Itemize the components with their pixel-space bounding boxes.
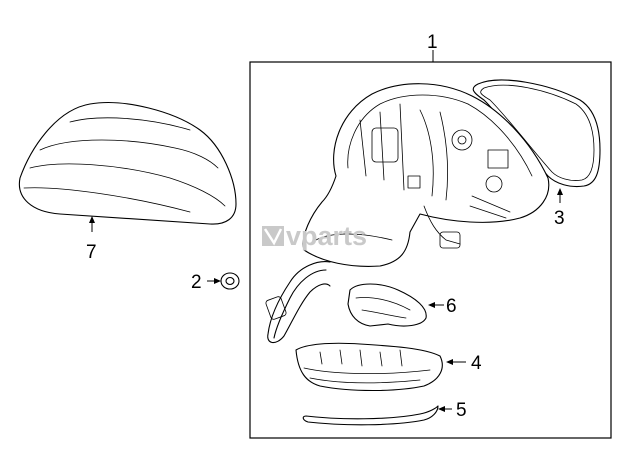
part-5-trim-strip[interactable] (302, 405, 439, 426)
callout-4: 4 (471, 353, 482, 374)
leader-lines (89, 50, 563, 412)
callout-6: 6 (446, 296, 457, 317)
part-2-grommet[interactable] (220, 272, 240, 290)
logo-icon (262, 226, 284, 246)
watermark: vparts (262, 221, 367, 251)
part-1-mirror-assembly[interactable] (302, 83, 550, 267)
watermark-brand: vparts (286, 221, 367, 251)
part-4-turn-signal[interactable] (295, 342, 443, 392)
callout-7: 7 (86, 242, 97, 263)
part-7-mirror-cover[interactable] (18, 102, 237, 225)
callout-1: 1 (427, 32, 438, 53)
callout-2: 2 (191, 272, 202, 293)
callout-5: 5 (456, 400, 467, 421)
wire-harness[interactable] (265, 261, 331, 344)
part-6-bracket[interactable] (347, 283, 427, 327)
callout-3: 3 (554, 208, 565, 229)
assembly-frame (249, 61, 612, 439)
part-3-mirror-glass[interactable] (472, 79, 601, 188)
